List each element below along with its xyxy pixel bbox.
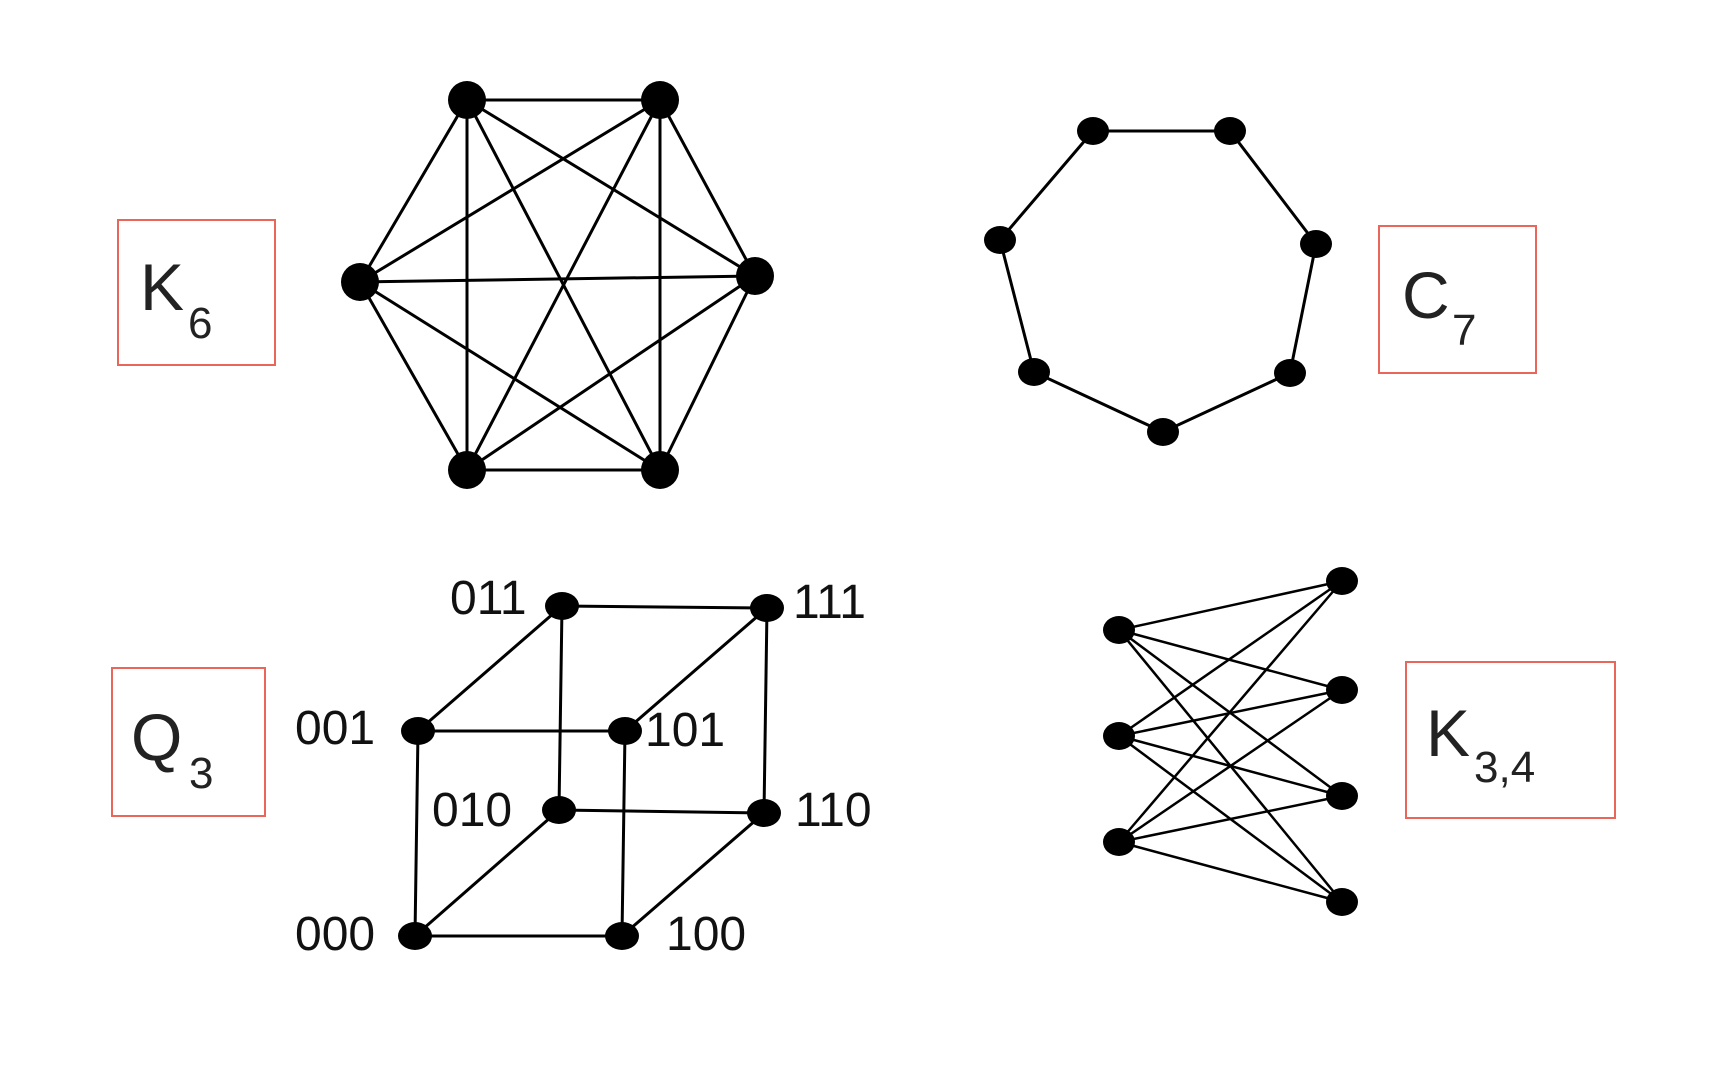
q3-vertex-label-100: 100 [666, 908, 746, 961]
q3-edge [414, 808, 560, 938]
q3-edge [417, 604, 563, 733]
c7-label-main: C [1402, 258, 1450, 332]
k34-right-vertex [1326, 676, 1358, 704]
q3-edge [413, 730, 420, 937]
c7-graph: C 7 [984, 117, 1537, 446]
k6-edge [359, 274, 756, 284]
q3-label: Q 3 [111, 667, 266, 817]
c7-vertex [1214, 117, 1246, 145]
q3-vertices [398, 592, 784, 950]
q3-vertex-label-111: 111 [793, 576, 866, 629]
q3-edge [624, 606, 768, 733]
k34-label-box [1405, 661, 1616, 819]
k6-edge [466, 274, 756, 472]
k34-edge [1118, 688, 1343, 844]
k34-graph: K 3,4 [1103, 567, 1616, 916]
k34-left-vertex [1103, 722, 1135, 750]
k34-label-main: K [1426, 696, 1470, 770]
k6-vertex [448, 451, 486, 489]
k34-edge [1118, 579, 1343, 738]
q3-vertex-label-110: 110 [795, 784, 872, 837]
k34-edge [1118, 840, 1343, 904]
k34-right-vertex [1326, 782, 1358, 810]
k6-vertex [448, 81, 486, 119]
k34-label: K 3,4 [1405, 661, 1616, 819]
k6-vertex [641, 81, 679, 119]
k34-edges [1118, 579, 1343, 904]
c7-vertex [1147, 418, 1179, 446]
q3-vertex-010 [542, 796, 576, 824]
k34-edge [1118, 794, 1343, 844]
c7-vertices [984, 117, 1332, 446]
q3-vertex-100 [605, 922, 639, 950]
q3-edge [620, 730, 627, 937]
q3-vertex-label-011: 011 [450, 572, 527, 625]
q3-vertex-label-010: 010 [432, 784, 512, 837]
k34-right-vertex [1326, 567, 1358, 595]
q3-edge [621, 811, 765, 938]
k6-label-main: K [140, 250, 184, 324]
q3-vertex-110 [747, 799, 781, 827]
k6-edge [658, 99, 757, 277]
k34-edge [1118, 580, 1343, 843]
q3-edges [413, 604, 769, 938]
k34-right-vertex [1326, 888, 1358, 916]
q3-vertex-101 [608, 717, 642, 745]
k6-label-sub: 6 [188, 299, 212, 348]
k6-edge [466, 98, 756, 278]
q3-vertex-111 [750, 594, 784, 622]
c7-vertex [984, 226, 1016, 254]
q3-label-box [111, 667, 266, 817]
q3-vertex-001 [401, 717, 435, 745]
k6-edges [358, 98, 757, 472]
k6-edge [359, 98, 661, 284]
k34-label-sub: 3,4 [1474, 743, 1535, 792]
c7-vertex [1077, 117, 1109, 145]
q3-vertex-label-001: 001 [295, 702, 375, 755]
k6-edge [658, 275, 757, 471]
q3-vertex-label-101: 101 [645, 704, 725, 757]
c7-cycle-edges [998, 129, 1318, 434]
k6-edge [465, 99, 662, 471]
q3-label-sub: 3 [189, 749, 213, 798]
k34-vertices [1103, 567, 1358, 916]
c7-vertex [1018, 358, 1050, 386]
k6-vertex [736, 257, 774, 295]
q3-vertex-labels: 000 100 001 101 010 110 011 111 [295, 572, 872, 961]
c7-label-box [1378, 225, 1537, 374]
c7-vertex [1274, 359, 1306, 387]
k6-vertex [341, 263, 379, 301]
q3-vertex-label-000: 000 [295, 908, 375, 961]
q3-edge [557, 605, 564, 811]
k6-graph: K 6 [117, 81, 774, 489]
c7-edges [998, 129, 1318, 434]
k34-left-vertex [1103, 616, 1135, 644]
k6-vertex [641, 451, 679, 489]
c7-label: C 7 [1378, 225, 1537, 374]
q3-vertex-011 [545, 592, 579, 620]
c7-vertex [1300, 230, 1332, 258]
k6-edge [358, 281, 469, 471]
k34-edge [1118, 579, 1343, 632]
k6-vertices [341, 81, 774, 489]
k34-left-vertex [1103, 828, 1135, 856]
q3-vertex-000 [398, 922, 432, 950]
q3-label-main: Q [131, 700, 182, 774]
k6-label-box [117, 219, 276, 366]
c7-label-sub: 7 [1452, 306, 1476, 355]
q3-edge [561, 604, 768, 610]
k6-label: K 6 [117, 219, 276, 366]
q3-edge [762, 607, 769, 814]
q3-edge [558, 808, 765, 815]
k6-edge [359, 280, 661, 472]
k6-edge [358, 99, 469, 283]
q3-graph: Q 3 [111, 572, 872, 961]
